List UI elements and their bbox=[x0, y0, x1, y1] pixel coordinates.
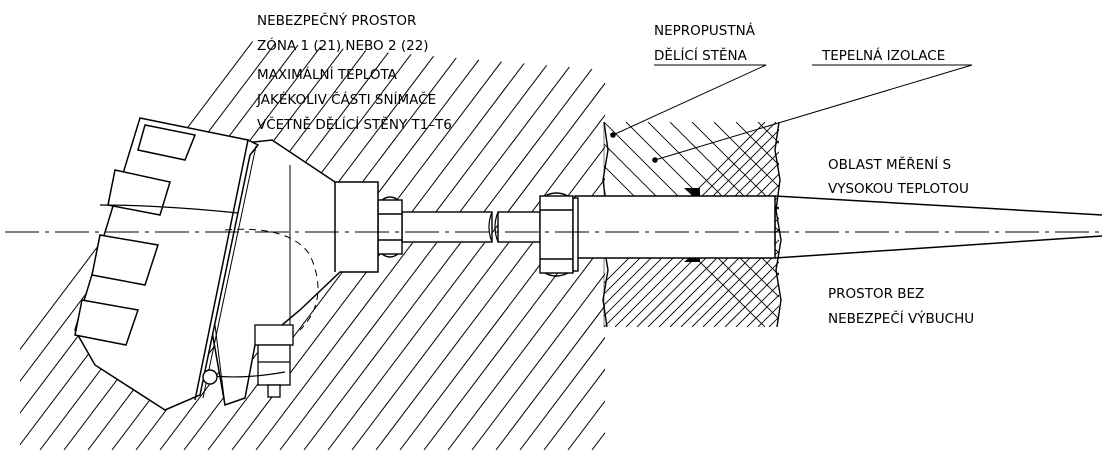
wall-hatch-line bbox=[956, 122, 1102, 327]
hazard-line-1: NEBEZPEČNÝ PROSTOR bbox=[257, 11, 416, 29]
internal-contour-dashed bbox=[224, 228, 319, 331]
safe-line-2: NEBEZPEČÍ VÝBUCHU bbox=[828, 309, 974, 327]
wall-crosshatch-line bbox=[978, 122, 1102, 327]
housing-lid bbox=[74, 117, 260, 411]
hazard-hatch-line bbox=[447, 40, 605, 450]
measurement-area-label: OBLAST MĚŘENÍ S VYSOKOU TEPLOTOU bbox=[828, 156, 969, 197]
wall-hatch-line bbox=[735, 283, 779, 327]
wall-hatch-line bbox=[967, 122, 1102, 327]
wall-crosshatch-line bbox=[735, 122, 779, 166]
wall-hatch-line bbox=[691, 239, 779, 327]
safe-line-1: PROSTOR BEZ bbox=[828, 286, 924, 302]
hazard-hatch-line bbox=[736, 0, 1076, 450]
safe-area-label: PROSTOR BEZ NEBEZPEČÍ VÝBUCHU bbox=[828, 286, 974, 327]
cable-gland bbox=[254, 324, 294, 398]
wall-label-line-2: DĚLÍCÍ STĚNA bbox=[654, 47, 748, 64]
measurement-line-2: VYSOKOU TEPLOTOU bbox=[828, 181, 969, 197]
wall-crosshatch-line bbox=[691, 122, 779, 210]
probe-tip bbox=[774, 195, 1102, 259]
compression-nut bbox=[539, 192, 579, 277]
wall-hatch-line bbox=[713, 261, 779, 327]
wall-hatch-line bbox=[912, 122, 1102, 327]
hazard-line-3: MAXIMÁLNÍ TEPLOTA bbox=[257, 66, 398, 83]
wall-hatch-line bbox=[680, 228, 779, 327]
hazard-hatch-line bbox=[519, 40, 605, 450]
wall-label-line-1: NEPROPUSTNÁ bbox=[654, 22, 756, 39]
wall-hatch-line bbox=[978, 122, 1102, 327]
wall-hatch-line bbox=[724, 272, 779, 327]
partition-wall-label: NEPROPUSTNÁ DĚLÍCÍ STĚNA bbox=[654, 22, 756, 64]
wall-crosshatch-line bbox=[912, 122, 1102, 327]
leader-lines bbox=[610, 64, 973, 163]
lid-chain bbox=[99, 204, 286, 385]
wall-hatch-line bbox=[934, 122, 1102, 327]
extension-tube bbox=[401, 211, 541, 243]
hazardous-area-label: NEBEZPEČNÝ PROSTOR ZÓNA 1 (21) NEBO 2 (2… bbox=[256, 11, 452, 133]
wall-crosshatch-line bbox=[934, 122, 1102, 327]
neck-nut bbox=[377, 196, 403, 258]
measurement-line-1: OBLAST MĚŘENÍ S bbox=[828, 156, 951, 173]
insulation-label: TEPELNÁ IZOLACE bbox=[821, 47, 945, 64]
thermowell-tube bbox=[574, 195, 776, 259]
wall-crosshatch-line bbox=[956, 122, 1102, 327]
hazard-line-2: ZÓNA 1 (21) NEBO 2 (22) bbox=[257, 36, 429, 54]
wall-hatch-line bbox=[702, 250, 779, 327]
hazard-hatch-line bbox=[543, 40, 605, 450]
hazard-line-4: JAKÉKOLIV ČÁSTI SNÍMAČE bbox=[256, 90, 436, 108]
wall-hatch-line bbox=[989, 122, 1102, 327]
wall-hatch-line bbox=[901, 122, 1102, 327]
wall-hatch-line bbox=[945, 122, 1102, 327]
wall-hatch-line bbox=[923, 122, 1102, 327]
hazard-hatch-line bbox=[471, 40, 605, 450]
hazard-hatch-line bbox=[495, 40, 605, 450]
hazard-line-5: VČETNĚ DĚLÍCÍ STĚNY T1–T6 bbox=[257, 115, 452, 133]
wall-crosshatch-line bbox=[713, 122, 779, 188]
